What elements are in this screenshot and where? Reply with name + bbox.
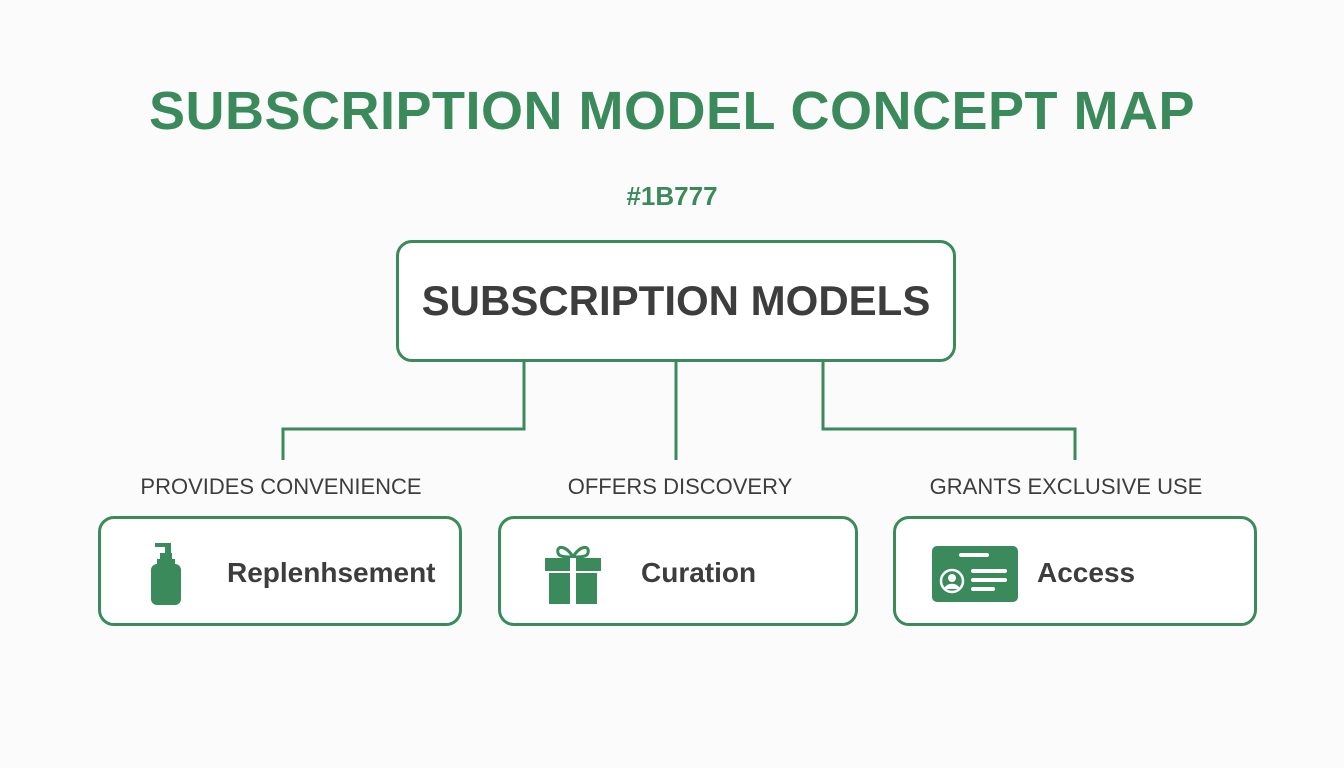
child-node-curation: Curation — [498, 516, 858, 626]
id-card-icon — [930, 543, 1020, 605]
connector-left — [281, 362, 526, 460]
gift-box-icon — [528, 543, 618, 605]
relation-label-convenience: PROVIDES CONVENIENCE — [140, 474, 422, 499]
child-node-label: Access — [1037, 557, 1136, 588]
child-node-replenishment: Replenhsement — [98, 516, 462, 626]
root-node-label: SUBSCRIPTION MODELS — [421, 277, 931, 324]
relation-label-exclusive-use: GRANTS EXCLUSIVE USE — [929, 474, 1203, 499]
child-node-label: Replenhsement — [227, 557, 436, 588]
pump-bottle-icon — [123, 543, 213, 605]
diagram-subtitle: #1B777 — [626, 181, 718, 211]
relation-label-discovery: OFFERS DISCOVERY — [567, 474, 793, 499]
root-node: SUBSCRIPTION MODELS — [396, 240, 956, 362]
diagram-title: SUBSCRIPTION MODEL CONCEPT MAP — [148, 81, 1196, 141]
connector-right — [821, 362, 1077, 460]
child-node-access: Access — [893, 516, 1257, 626]
child-node-label: Curation — [641, 557, 757, 588]
